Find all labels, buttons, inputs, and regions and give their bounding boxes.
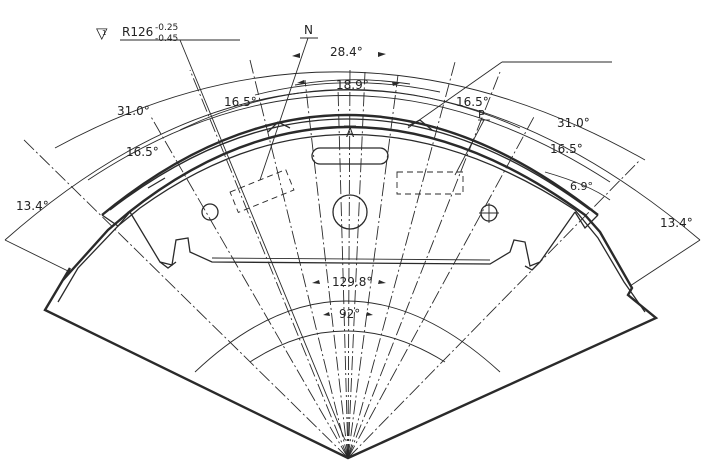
- dim-16-5-left-upper: 16.5°: [224, 95, 257, 109]
- web-plate: [129, 211, 576, 271]
- dimension-arrows: [292, 52, 400, 316]
- lining-arcs: [101, 113, 599, 230]
- view-n-window: [229, 168, 295, 214]
- radius-label: R126: [122, 25, 153, 39]
- dim-18-9: 18.9°: [336, 78, 369, 92]
- slot-hole: [311, 147, 389, 165]
- dim-28-4: 28.4°: [330, 45, 363, 59]
- dim-16-5-right-lower: 16.5°: [550, 142, 583, 156]
- dim-6-9: 6.9°: [570, 180, 593, 193]
- label-n: N: [304, 23, 313, 37]
- dim-13-4-right: 13.4°: [660, 216, 693, 230]
- dim-129-8: 129.8°: [332, 275, 372, 289]
- radial-centre-lines: [21, 59, 641, 459]
- dim-13-4-left: 13.4°: [16, 199, 49, 213]
- dim-92: 92°: [339, 307, 360, 321]
- center-hole: [332, 194, 368, 230]
- plate-features: [201, 147, 499, 230]
- lower-deviation: -0.45: [155, 34, 178, 44]
- view-p-window: [396, 171, 464, 195]
- label-a: A: [346, 126, 355, 140]
- angle-dimensions: 28.4° 18.9° 31.0° 31.0° 16.5° 16.5° 16.5…: [16, 45, 693, 321]
- dim-16-5-left-lower: 16.5°: [126, 145, 159, 159]
- dim-31-right: 31.0°: [557, 116, 590, 130]
- outer-sector-outline: [43, 125, 659, 460]
- view-labels: N P A: [304, 23, 485, 140]
- surface-finish-mark: 1: [102, 29, 106, 37]
- dim-16-5-right-upper: 16.5°: [456, 95, 489, 109]
- dimension-arcs: [4, 71, 701, 373]
- tolerance-callout: ▽ 1 R126 -0.25 -0.45: [96, 23, 178, 44]
- leader-lines: [4, 37, 701, 441]
- left-hole: [201, 203, 219, 221]
- label-p: P: [478, 108, 485, 121]
- dim-31-left: 31.0°: [117, 104, 150, 118]
- upper-deviation: -0.25: [155, 23, 178, 33]
- surface-finish-symbol: ▽: [96, 24, 108, 42]
